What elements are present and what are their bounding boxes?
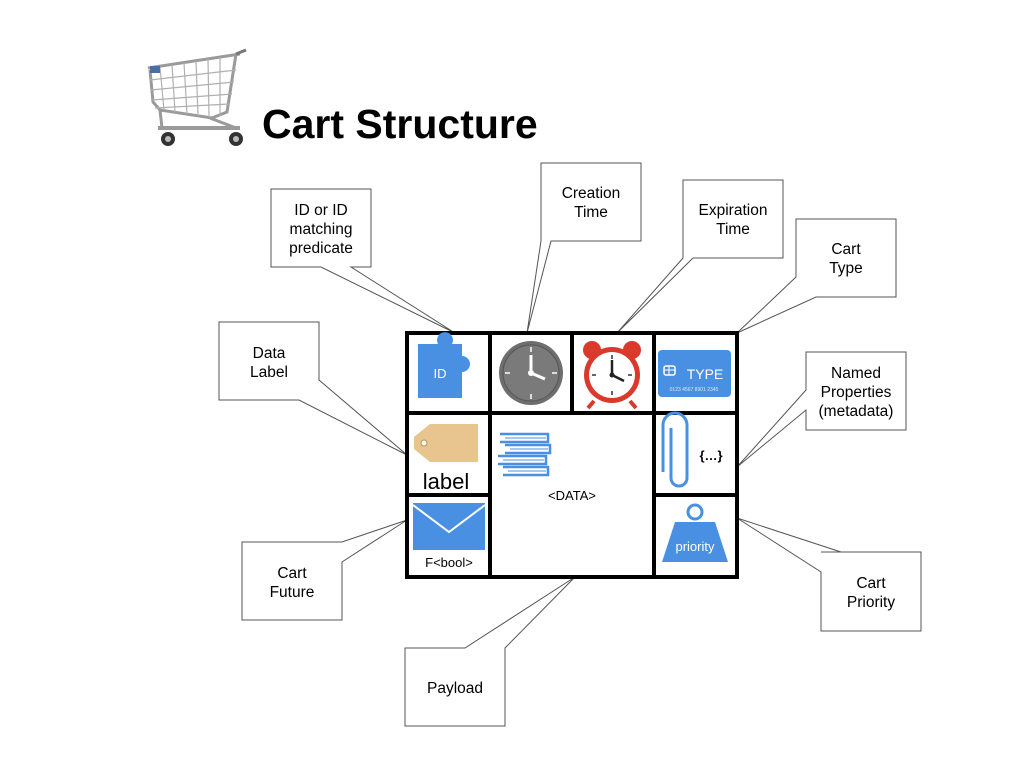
callout-type-line1: Cart <box>831 241 861 258</box>
alarm-clock-icon <box>583 341 641 410</box>
callout-id-line1: ID or ID <box>294 202 347 219</box>
callout-payload-line1: Payload <box>427 680 483 697</box>
data-text: <DATA> <box>548 488 596 503</box>
clock-icon <box>499 341 563 405</box>
callout-priority-line1: Cart <box>856 575 886 592</box>
callout-type-line2: Type <box>829 260 863 277</box>
callout-payload: Payload <box>404 576 576 727</box>
callout-expiration-line2: Time <box>716 221 750 238</box>
callout-cart-type: Cart Type <box>736 218 897 334</box>
type-card-number: 0123 4567 8901 2345 <box>670 387 719 393</box>
type-card-icon: TYPE 0123 4567 8901 2345 <box>658 350 731 397</box>
priority-text: priority <box>675 539 715 554</box>
callout-data-label: Data Label <box>218 321 408 456</box>
callout-expiration-line1: Expiration <box>699 202 768 219</box>
books-icon <box>498 432 552 477</box>
callout-props-line2: Properties <box>821 384 892 401</box>
type-badge-text: TYPE <box>687 366 724 382</box>
callout-future-line2: Future <box>270 584 315 601</box>
callout-expiration-time: Expiration Time <box>616 179 784 334</box>
page-title: Cart Structure <box>262 101 538 147</box>
callout-props-line3: (metadata) <box>819 403 894 420</box>
weight-icon: priority <box>662 503 728 562</box>
callout-cart-priority: Cart Priority <box>736 517 922 632</box>
callout-future-line1: Cart <box>277 565 307 582</box>
envelope-icon <box>412 503 486 550</box>
callout-creation-time: Creation Time <box>526 162 642 334</box>
callout-id: ID or ID matching predicate <box>270 188 456 334</box>
paperclip-icon <box>661 411 689 488</box>
future-text: F<bool> <box>425 555 473 570</box>
callout-priority-line2: Priority <box>847 594 895 611</box>
callout-label-line1: Data <box>253 345 286 362</box>
callout-id-line3: predicate <box>289 240 353 257</box>
callout-named-properties: Named Properties (metadata) <box>736 351 907 468</box>
label-text: label <box>423 469 469 494</box>
callout-label-line2: Label <box>250 364 288 381</box>
callout-id-line2: matching <box>290 221 353 238</box>
id-badge-text: ID <box>434 366 447 381</box>
callout-cart-future: Cart Future <box>241 519 408 621</box>
puzzle-piece-icon: ID <box>418 332 470 398</box>
metadata-text: {…} <box>699 448 722 463</box>
label-tag-icon <box>414 424 478 462</box>
callout-creation-line2: Time <box>574 204 608 221</box>
callout-props-line1: Named <box>831 365 881 382</box>
shopping-cart-icon <box>147 48 247 146</box>
callout-creation-line1: Creation <box>562 185 621 202</box>
